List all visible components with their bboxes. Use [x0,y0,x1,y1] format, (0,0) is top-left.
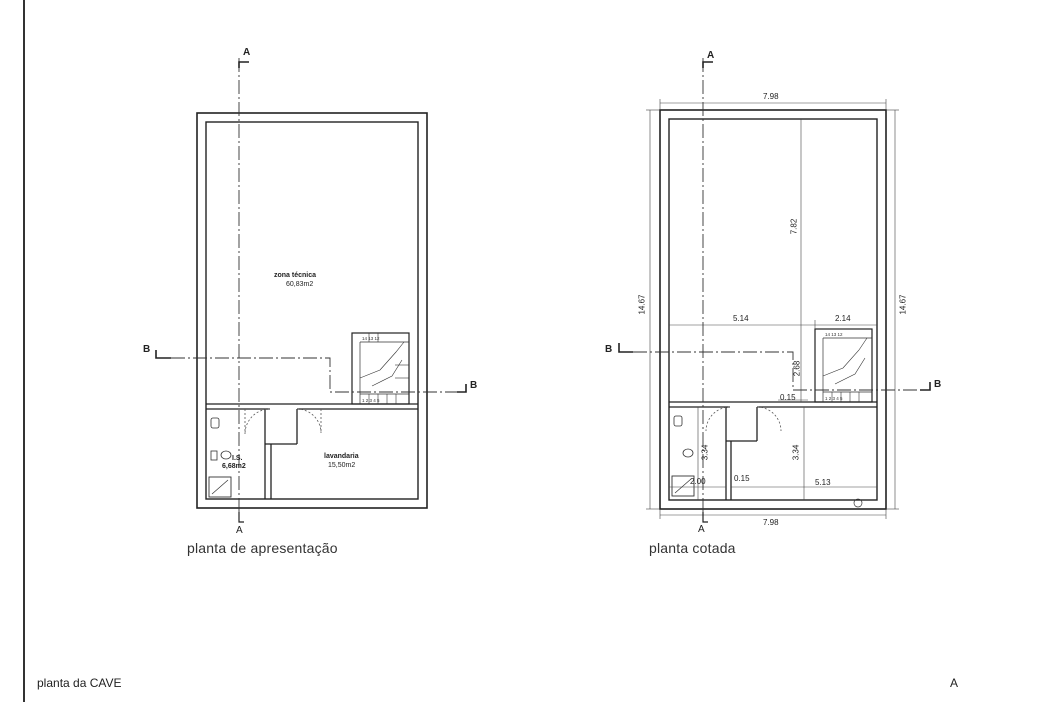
sheet-id: A [950,676,959,690]
inner-wall [668,118,878,501]
dim-wall-a: 0.15 [780,393,796,402]
dim-mid-left: 5.14 [733,314,749,323]
room-laundry-area: 15,50m2 [328,462,356,469]
dim-bottom-width: 7.98 [763,518,779,527]
section-a-label-top-r: A [707,50,715,61]
section-b-label-left: B [143,344,151,355]
dim-stair-depth: 2.68 [792,360,802,377]
section-b-label-right: B [470,380,478,391]
inner-wall [205,121,419,500]
outer-wall [196,112,428,509]
stair [814,328,873,403]
dim-mid-right: 2.14 [835,314,851,323]
section-a-label-bottom: A [236,525,243,536]
stair-step-label: 14 13 12 [825,332,843,337]
stair-step-label: 14 13 12 [362,336,380,341]
stair-step-label: 1 2 3 4 5 [362,398,380,403]
dim-laundry-depth: 3.34 [791,444,801,461]
outer-wall [659,109,887,510]
room-tech-name: zona técnica [274,272,317,279]
dim-left-height: 14.67 [637,294,647,315]
sheet-title: planta da CAVE [37,676,122,690]
dim-wc-depth: 3.34 [700,444,710,461]
room-laundry-name: lavandaria [324,453,359,460]
room-wc-name: I.S. [232,455,243,462]
section-a-label-top: A [243,47,251,58]
stair [351,332,410,405]
dim-laundry-width: 5.13 [815,478,831,487]
stair-step-label: 1 2 3 4 5 [825,396,843,401]
dim-wall-b: 0.15 [734,474,750,483]
section-b-label-left-r: B [605,344,613,355]
plan-title-right: planta cotada [649,540,736,556]
section-b-label-right-r: B [934,379,942,390]
dim-wc-width: 2.00 [690,477,706,486]
dim-right-height: 14.67 [898,294,908,315]
dim-upper-depth: 7.82 [789,218,799,235]
section-a-label-bottom-r: A [698,524,705,535]
plan-title-left: planta de apresentação [187,540,338,556]
room-tech-area: 60,83m2 [286,281,314,288]
room-wc-area: 6,68m2 [222,463,246,470]
dim-top-width: 7.98 [763,92,779,101]
